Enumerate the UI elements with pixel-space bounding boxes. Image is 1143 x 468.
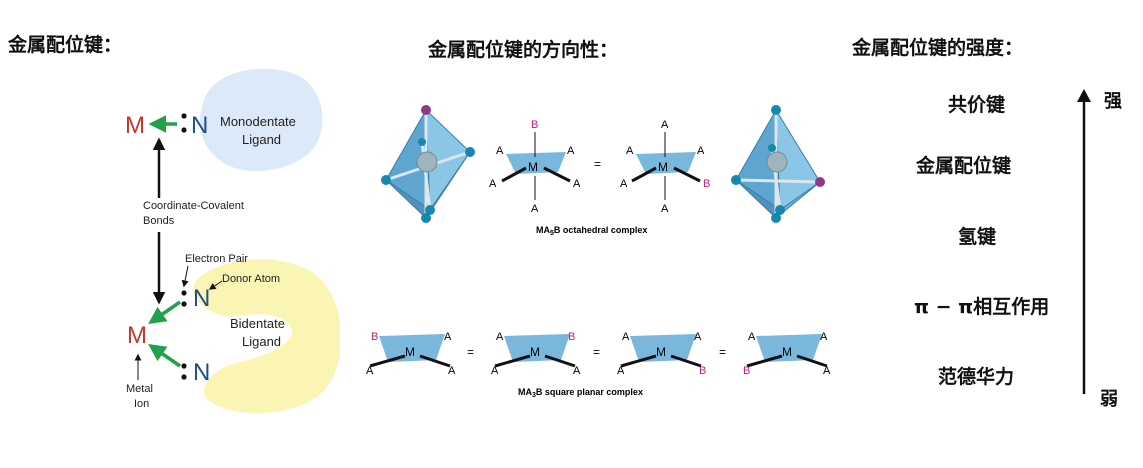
- a-label: A: [697, 145, 705, 157]
- strength-item-van-der-waals: 范德华力: [938, 366, 1015, 388]
- ligand-label-top: Ligand: [242, 132, 281, 147]
- strength-item-hydrogen: 氢键: [958, 226, 997, 248]
- b-label: B: [568, 331, 575, 343]
- square-planar-drawing-1: B A M A A: [366, 331, 456, 377]
- right-heading: 金属配位键的强度：: [852, 37, 1024, 59]
- electron-dot: [181, 374, 187, 380]
- a-label: A: [617, 365, 625, 377]
- a-label: A: [567, 145, 575, 157]
- square-planar-drawing-4: A A M B A: [743, 331, 831, 377]
- a-label: A: [444, 331, 452, 343]
- donor-symbol-top: N: [191, 112, 208, 139]
- a-label: A: [496, 331, 504, 343]
- metal-ion-label-line2: Ion: [134, 398, 149, 410]
- m-label: M: [530, 345, 540, 359]
- m-label: M: [405, 345, 415, 359]
- octahedral-drawing-2: A A A M A B A: [620, 119, 710, 215]
- donor-symbol-lower: N: [193, 359, 210, 386]
- a-label: A: [489, 178, 497, 190]
- ligand-label-bottom: Ligand: [242, 334, 281, 349]
- a-label: A: [496, 145, 504, 157]
- strength-item-metal-coordinate: 金属配位键: [916, 155, 1012, 177]
- ligand-diagram: M N Monodentate Ligand Coordinate-Covale…: [125, 68, 340, 413]
- a-label: A: [622, 331, 630, 343]
- metal-symbol-bottom: M: [127, 322, 147, 349]
- middle-heading: 金属配位键的方向性：: [428, 39, 619, 61]
- equals-sign: =: [719, 345, 726, 359]
- m-label: M: [528, 160, 538, 174]
- electron-dot: [181, 127, 187, 133]
- electron-pair-label: Electron Pair: [185, 253, 248, 265]
- octahedral-drawing-1: B A A M A A A: [489, 119, 581, 215]
- m-label: M: [658, 160, 668, 174]
- a-label: A: [531, 203, 539, 215]
- electron-pair-pointer: [181, 265, 189, 288]
- square-planar-caption: MA3B square planar complex: [518, 387, 643, 399]
- electron-dot: [181, 363, 187, 369]
- weak-label: 弱: [1100, 389, 1118, 410]
- square-planar-drawing-3: A A M A B: [617, 331, 706, 377]
- octahedron-model-right: [731, 105, 825, 223]
- donor-atom-pointer: [208, 280, 223, 290]
- b-label: B: [531, 119, 538, 131]
- a-label: A: [820, 331, 828, 343]
- equals-sign: =: [594, 157, 601, 171]
- metal-symbol-top: M: [125, 112, 145, 139]
- a-label: A: [573, 178, 581, 190]
- electron-dot: [181, 301, 187, 307]
- a-label: A: [661, 119, 669, 131]
- bonds-label-line1: Coordinate-Covalent: [143, 200, 244, 212]
- electron-dot: [181, 290, 187, 296]
- b-label: B: [699, 365, 706, 377]
- a-label: A: [448, 365, 456, 377]
- a-label: A: [661, 203, 669, 215]
- equals-sign: =: [467, 345, 474, 359]
- coordinate-bond-arrow-lower: [148, 344, 181, 368]
- metal-ion-label-line1: Metal: [126, 383, 153, 395]
- a-label: A: [491, 365, 499, 377]
- donor-atom-label: Donor Atom: [222, 273, 280, 285]
- a-label: A: [694, 331, 702, 343]
- equals-sign: =: [593, 345, 600, 359]
- directionality-diagrams: B A A M A A A = A A A M A B A: [366, 105, 831, 399]
- a-label: A: [366, 365, 374, 377]
- a-label: A: [573, 365, 581, 377]
- b-label: B: [743, 365, 750, 377]
- donor-symbol-upper: N: [193, 285, 210, 312]
- strength-arrow: [1077, 89, 1091, 394]
- strength-item-covalent: 共价键: [948, 94, 1006, 116]
- b-label: B: [371, 331, 378, 343]
- octahedron-model-left: [381, 105, 475, 223]
- square-planar-drawing-2: A B M A A: [491, 331, 581, 377]
- a-label: A: [626, 145, 634, 157]
- electron-dot: [181, 113, 187, 119]
- bonds-label-line2: Bonds: [143, 215, 175, 227]
- b-label: B: [703, 178, 710, 190]
- coordinate-bond-arrow-upper: [148, 300, 181, 324]
- monodentate-label: Monodentate: [220, 114, 296, 129]
- monodentate-ligand-blob: [200, 68, 323, 172]
- strength-item-pi-pi: π − π相互作用: [914, 296, 1050, 318]
- a-label: A: [748, 331, 756, 343]
- a-label: A: [823, 365, 831, 377]
- bidentate-ligand-blob: [193, 259, 340, 413]
- octahedral-caption: MA5B octahedral complex: [536, 225, 647, 237]
- bidentate-label: Bidentate: [230, 316, 285, 331]
- strong-label: 强: [1104, 91, 1122, 112]
- a-label: A: [620, 178, 628, 190]
- left-heading: 金属配位键：: [8, 34, 123, 56]
- m-label: M: [782, 345, 792, 359]
- m-label: M: [656, 345, 666, 359]
